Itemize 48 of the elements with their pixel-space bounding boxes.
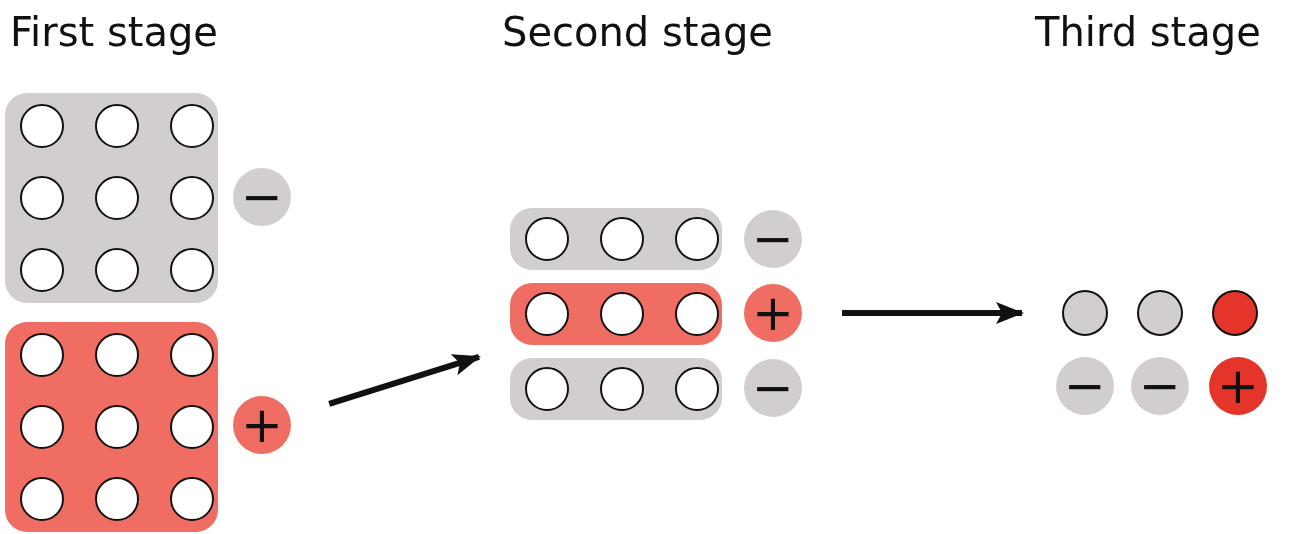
sample-circle — [170, 333, 214, 377]
sample-circle — [170, 477, 214, 521]
sample-circle — [95, 405, 139, 449]
arrow — [842, 302, 1024, 324]
result-sign: − — [744, 359, 802, 417]
result-sign: + — [744, 284, 802, 342]
sample-circle — [1212, 290, 1258, 336]
sample-circle — [675, 217, 719, 261]
sample-circle — [95, 248, 139, 292]
arrow — [328, 354, 481, 407]
pool-box — [5, 93, 218, 303]
sample-circle — [170, 104, 214, 148]
stage-title: Third stage — [1035, 8, 1261, 56]
sample-circle — [600, 292, 644, 336]
stage-title: Second stage — [502, 8, 773, 56]
sample-circle — [525, 292, 569, 336]
pool-box — [510, 283, 722, 345]
result-sign: − — [233, 168, 291, 226]
sample-circle — [600, 217, 644, 261]
sample-circle — [170, 405, 214, 449]
pool-box — [510, 358, 722, 420]
sample-circle — [675, 292, 719, 336]
sample-circle — [95, 104, 139, 148]
sample-circle — [525, 217, 569, 261]
result-sign: + — [1209, 357, 1267, 415]
sample-circle — [525, 367, 569, 411]
result-sign: − — [1131, 357, 1189, 415]
sample-circle — [1062, 290, 1108, 336]
sample-circle — [20, 477, 64, 521]
sample-circle — [20, 104, 64, 148]
pool-box — [5, 322, 218, 532]
result-sign: − — [1056, 357, 1114, 415]
sample-circle — [1137, 290, 1183, 336]
sample-circle — [20, 333, 64, 377]
sample-circle — [95, 477, 139, 521]
sample-circle — [95, 333, 139, 377]
stage-title: First stage — [10, 8, 218, 56]
sample-circle — [20, 176, 64, 220]
sample-circle — [170, 248, 214, 292]
sample-circle — [20, 248, 64, 292]
result-sign: + — [233, 396, 291, 454]
sample-circle — [95, 176, 139, 220]
sample-circle — [600, 367, 644, 411]
sample-circle — [170, 176, 214, 220]
pool-box — [510, 208, 722, 270]
result-sign: − — [744, 210, 802, 268]
sample-circle — [20, 405, 64, 449]
sample-circle — [675, 367, 719, 411]
